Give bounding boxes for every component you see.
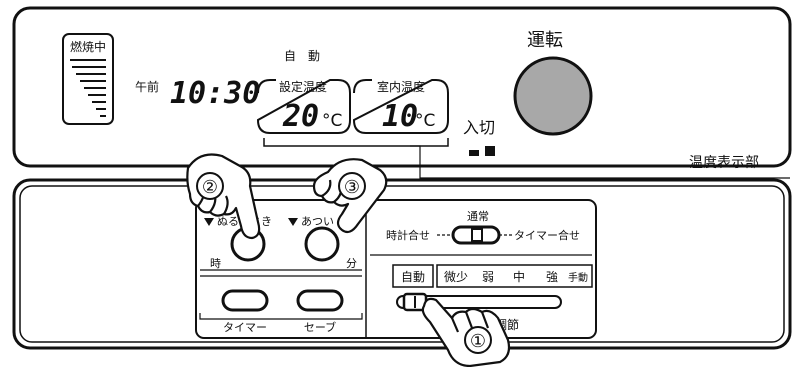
on-off-label: 入切 xyxy=(463,118,495,137)
up-label: あつい xyxy=(301,215,334,228)
save-button[interactable] xyxy=(296,289,344,312)
room-temp-unit: °C xyxy=(415,111,435,131)
callout-line xyxy=(410,145,790,179)
minute-up-button[interactable] xyxy=(304,226,340,262)
run-button[interactable] xyxy=(513,56,593,136)
hour-label: 時 xyxy=(210,257,221,270)
mode-label-manual: 手動 xyxy=(568,271,588,284)
off-indicator xyxy=(469,150,479,156)
clock-mode-switch-knob[interactable] xyxy=(471,228,483,242)
mode-label-medium: 中 xyxy=(513,269,525,284)
mode-label-strong: 強 xyxy=(546,270,558,284)
minute-label: 分 xyxy=(346,257,357,270)
run-label: 運転 xyxy=(527,30,563,51)
normal-label: 通常 xyxy=(467,210,489,223)
mode-label-minimal: 微少 xyxy=(444,270,468,284)
callout-label: 温度表示部 xyxy=(689,155,759,171)
marker-2: ② xyxy=(202,177,218,198)
save-label: セーブ xyxy=(304,320,336,334)
pointing-hand-3: ③ xyxy=(312,158,388,234)
timer-set-label: タイマー合せ xyxy=(514,228,580,242)
control-panel: ぬるいとき あつい 時 分 タイマー セーブ 通常 時計合せ タイマー合せ 自動… xyxy=(12,178,792,350)
display-panel: 燃焼中 午前 10:30 自 動 設定温度 20 °C xyxy=(12,6,792,179)
marker-1: ① xyxy=(470,331,486,352)
on-indicator xyxy=(485,146,495,156)
mode-label-weak: 弱 xyxy=(482,270,494,284)
temp-display-bracket xyxy=(263,138,449,147)
down-triangle-icon xyxy=(204,218,214,226)
clock-set-label: 時計合せ xyxy=(386,228,430,242)
clock-display: 10:30 xyxy=(170,76,260,111)
burning-label: 燃焼中 xyxy=(70,39,106,54)
marker-3: ③ xyxy=(344,177,360,198)
pointing-hand-1: ① xyxy=(421,297,511,367)
timer-label: タイマー xyxy=(223,321,267,334)
burning-level-bars xyxy=(70,59,106,117)
room-temp-value: 10 xyxy=(382,99,418,134)
room-temperature-box: 室内温度 10 °C xyxy=(352,79,449,134)
room-temp-label: 室内温度 xyxy=(377,79,425,94)
burning-indicator: 燃焼中 xyxy=(62,33,114,125)
set-temp-label: 設定温度 xyxy=(279,79,327,94)
am-label: 午前 xyxy=(135,79,159,94)
set-temp-value: 20 xyxy=(282,99,319,134)
auto-mode-label: 自 動 xyxy=(284,49,320,63)
timer-button[interactable] xyxy=(221,289,269,312)
set-temp-unit: °C xyxy=(322,111,342,131)
set-temperature-box: 設定温度 20 °C xyxy=(256,79,351,134)
pointing-hand-2: ② xyxy=(186,153,261,240)
mode-label-auto: 自動 xyxy=(401,270,425,284)
down-triangle-icon-2 xyxy=(288,218,298,226)
